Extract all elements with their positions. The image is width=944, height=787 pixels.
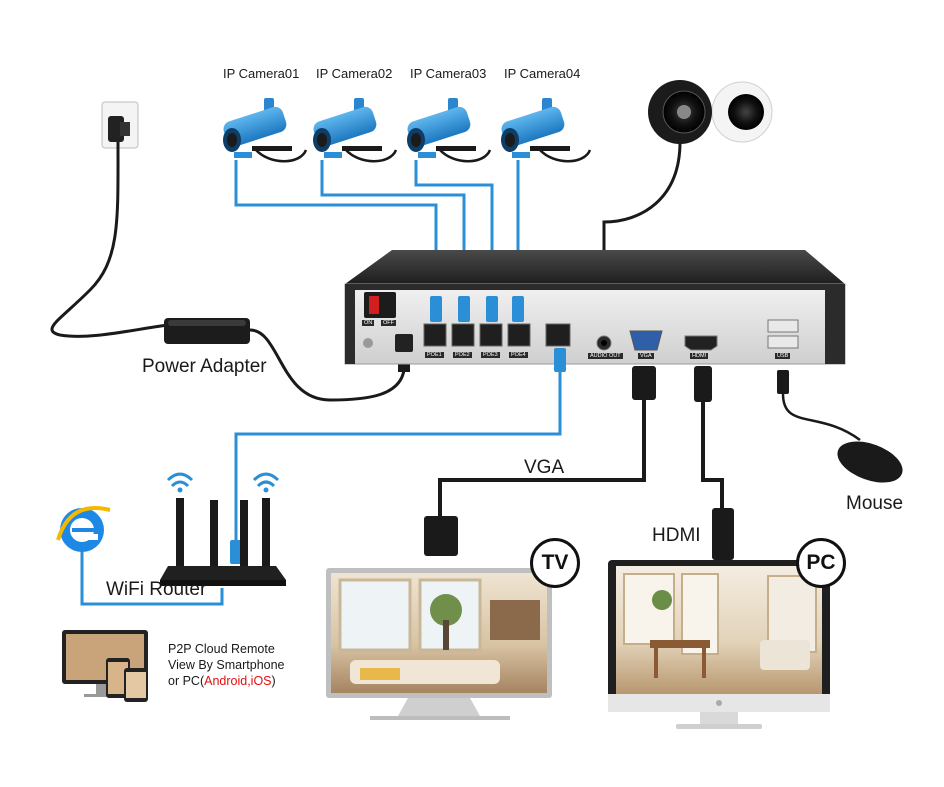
audio-cable [602, 141, 682, 300]
power-on-label: ON [362, 320, 375, 326]
ip-camera-03 [407, 98, 476, 158]
camera02-label: IP Camera02 [316, 66, 393, 81]
lan-cable [234, 372, 562, 560]
mouse-cable [781, 393, 861, 442]
camera04-label: IP Camera04 [504, 66, 581, 81]
usb-port-label: USB [775, 353, 791, 359]
p2p-line1: P2P Cloud Remote [168, 642, 275, 656]
tv-display [326, 568, 552, 720]
hdmi-cable [701, 402, 724, 510]
mouse [837, 441, 903, 483]
p2p-description: P2P Cloud Remote View By Smartphone or P… [168, 641, 285, 689]
power-off-label: OFF [381, 320, 396, 326]
power-cable-dc [249, 328, 406, 402]
ip-camera-04 [501, 98, 570, 158]
pc-monitor [608, 560, 830, 729]
power-switch [364, 292, 396, 318]
power-cable-wall [50, 141, 169, 338]
poe1-label: POE1 [425, 352, 444, 358]
vga-port-label: VGA [638, 353, 654, 359]
vga-label: VGA [524, 457, 565, 478]
ip-camera-02 [313, 98, 382, 158]
ip-camera-01 [223, 98, 292, 158]
vga-cable [438, 400, 646, 516]
nvr-recorder [344, 250, 846, 365]
hdmi-label: HDMI [652, 525, 701, 546]
power-adapter-label: Power Adapter [142, 356, 267, 377]
p2p-line2: View By Smartphone [168, 658, 285, 672]
pc-badge: PC [796, 538, 846, 588]
tv-badge: TV [530, 538, 580, 588]
poe4-label: POE4 [509, 352, 528, 358]
camera03-label: IP Camera03 [410, 66, 487, 81]
camera01-label: IP Camera01 [223, 66, 300, 81]
poe3-label: POE3 [481, 352, 500, 358]
mouse-label: Mouse [846, 493, 904, 514]
power-adapter [164, 318, 250, 344]
speakers [648, 80, 773, 144]
wifi-router [160, 472, 286, 586]
internet-explorer-icon [56, 506, 111, 552]
p2p-devices-icon [62, 630, 148, 702]
p2p-line3: or PC(Android,iOS) [168, 673, 285, 689]
camera02-cable [320, 160, 466, 300]
audio-out-label: AUDIO OUT [588, 353, 623, 359]
wall-socket [101, 101, 139, 149]
wifi-router-label: WiFi Router [106, 579, 207, 600]
p2p-line3-suffix: ) [271, 674, 276, 688]
internet-cable [80, 548, 224, 606]
hdmi-port-label: HDMI [690, 353, 709, 359]
p2p-line3-prefix: or PC( [168, 674, 205, 688]
poe2-label: POE2 [453, 352, 472, 358]
camera03-cable [414, 160, 494, 300]
p2p-platforms: Android,iOS [204, 674, 272, 688]
